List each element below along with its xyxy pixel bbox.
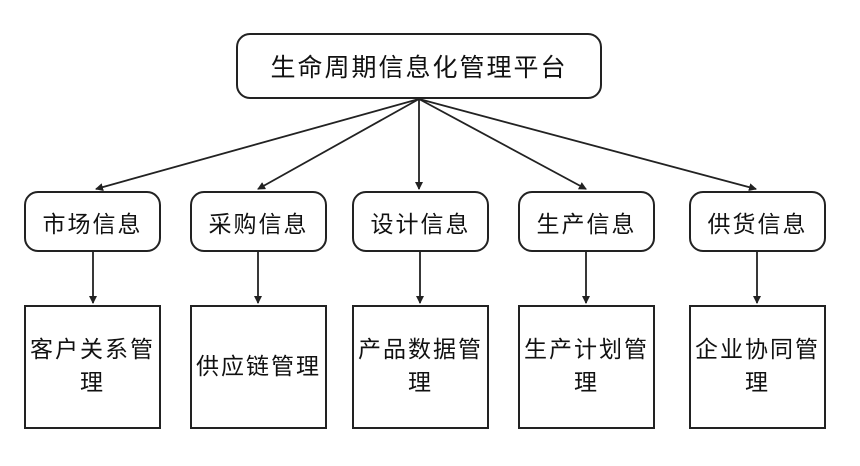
category-label: 采购信息	[208, 211, 309, 238]
leaf-label: 客户关系管理	[30, 337, 155, 396]
arrow-root-to-procurement	[257, 98, 420, 190]
arrow-root-to-supply	[418, 98, 757, 192]
leaf-label: 供应链管理	[196, 353, 321, 380]
category-node-procurement: 采购信息	[190, 191, 327, 252]
leaf-label: 生产计划管理	[524, 337, 649, 396]
category-node-production: 生产信息	[518, 191, 655, 252]
category-node-design: 设计信息	[352, 191, 489, 252]
leaf-node-production-planning: 生产计划管理	[518, 305, 655, 429]
arrow-root-to-market	[95, 98, 420, 191]
category-label: 设计信息	[370, 211, 471, 238]
category-label: 供货信息	[707, 211, 808, 238]
leaf-node-enterprise-collaboration: 企业协同管理	[689, 305, 826, 429]
category-label: 市场信息	[42, 211, 143, 238]
leaf-node-product-data: 产品数据管理	[352, 305, 489, 429]
category-node-supply: 供货信息	[689, 191, 826, 252]
arrow-root-to-production	[418, 98, 587, 190]
leaf-node-customer-relationship: 客户关系管理	[24, 305, 161, 429]
leaf-node-supply-chain: 供应链管理	[190, 305, 327, 429]
leaf-label: 企业协同管理	[695, 337, 820, 396]
category-node-market: 市场信息	[24, 191, 161, 252]
leaf-label: 产品数据管理	[358, 337, 483, 396]
root-node: 生命周期信息化管理平台	[236, 33, 602, 99]
root-node-label: 生命周期信息化管理平台	[270, 53, 568, 82]
category-label: 生产信息	[536, 211, 637, 238]
